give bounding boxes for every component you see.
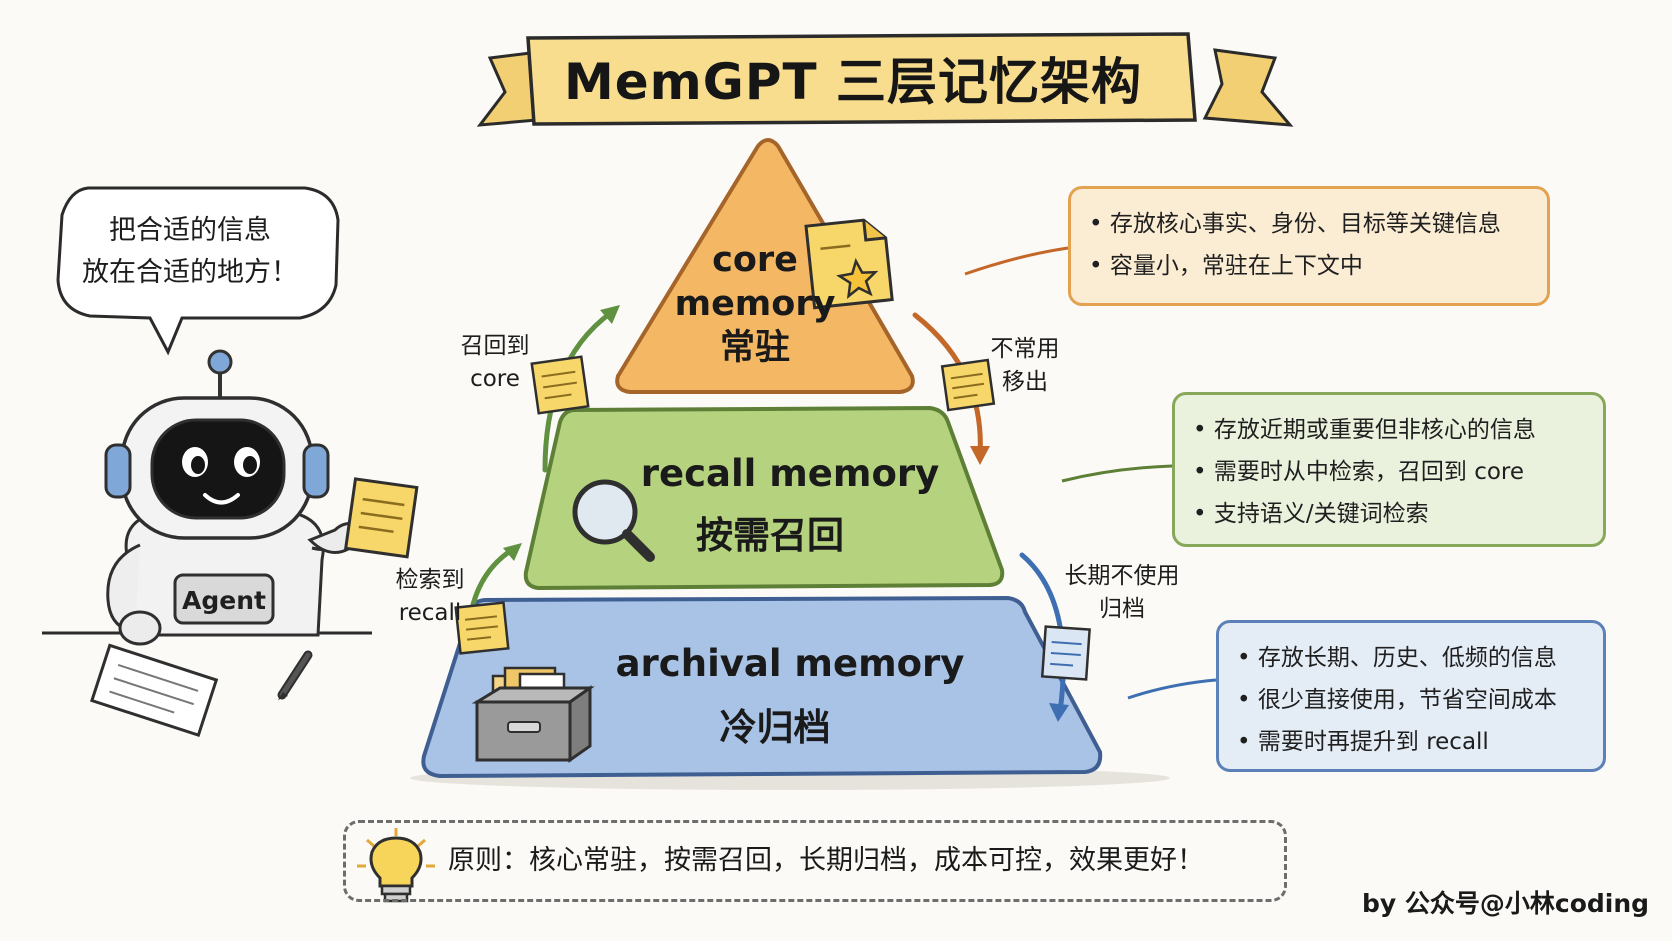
archival-card-item: 需要时再提升到 recall: [1237, 721, 1585, 763]
credit-text: by 公众号@小林coding: [1362, 889, 1650, 918]
recall-layer-subtitle: 按需召回: [696, 514, 844, 557]
label-line: 不常用: [990, 336, 1060, 362]
file-box-icon: [471, 666, 595, 763]
note-icon-core-to-recall: [940, 358, 996, 412]
label-line: 长期不使用: [1064, 563, 1180, 589]
note-icon-recall-to-archival: [1040, 625, 1091, 681]
label-line: 检索到: [395, 567, 465, 593]
label-line: 移出: [1002, 369, 1048, 395]
core-title-line-2: memory: [674, 284, 836, 324]
notebook-icon: [90, 643, 219, 738]
label-core-to-recall: 不常用 移出: [975, 333, 1075, 399]
note-icon-recall-to-core: [530, 355, 590, 415]
core-info-card: 存放核心事实、身份、目标等关键信息 容量小，常驻在上下文中: [1068, 186, 1550, 306]
speech-bubble-text: 把合适的信息 放在合适的地方！: [60, 210, 320, 294]
connector-archival-card: [1127, 678, 1217, 700]
speech-line-1: 把合适的信息: [109, 215, 271, 246]
label-line: 归档: [1099, 596, 1145, 622]
magnifier-icon: [572, 479, 655, 562]
core-subtitle: 常驻: [719, 328, 790, 368]
arrow-recall-to-archival: [1019, 552, 1069, 722]
label-recall-to-archival: 长期不使用 归档: [1052, 560, 1192, 626]
principle-text: 原则：核心常驻，按需召回，长期归档，成本可控，效果更好！: [448, 845, 1204, 876]
archival-card-item: 很少直接使用，节省空间成本: [1237, 679, 1585, 721]
page-title: MemGPT 三层记忆架构: [564, 53, 1142, 111]
recall-info-card: 存放近期或重要但非核心的信息 需要时从中检索，召回到 core 支持语义/关键词…: [1172, 392, 1606, 547]
core-layer: [615, 138, 915, 394]
core-card-item: 存放核心事实、身份、目标等关键信息: [1089, 203, 1529, 245]
recall-layer-title: recall memory: [640, 452, 940, 495]
recall-card-item: 存放近期或重要但非核心的信息: [1193, 409, 1585, 451]
title-banner: [476, 32, 1294, 127]
archival-info-card: 存放长期、历史、低频的信息 很少直接使用，节省空间成本 需要时再提升到 reca…: [1216, 620, 1606, 772]
core-layer-label: core memory 常驻: [640, 238, 870, 370]
label-line: recall: [398, 600, 462, 626]
recall-card-item: 需要时从中检索，召回到 core: [1193, 451, 1585, 493]
agent-badge-label: Agent: [182, 585, 266, 615]
archival-layer-title: archival memory: [615, 642, 965, 685]
speech-bubble: [56, 186, 340, 356]
recall-layer: [523, 405, 1005, 591]
recall-card-item: 支持语义/关键词检索: [1193, 493, 1585, 535]
sticky-note-icon: [344, 477, 419, 559]
robot-icon: [104, 349, 363, 646]
note-icon-archival-to-recall: [454, 601, 510, 655]
core-card-item: 容量小，常驻在上下文中: [1089, 245, 1529, 287]
label-line: core: [470, 366, 520, 392]
label-line: 召回到: [460, 333, 530, 359]
archival-layer-subtitle: 冷归档: [719, 706, 831, 749]
connector-recall-card: [1061, 464, 1173, 483]
pen-icon: [277, 650, 313, 700]
document-star-icon: [804, 218, 894, 310]
label-recall-to-core: 召回到 core: [445, 330, 545, 396]
core-title-line-1: core: [712, 240, 798, 280]
speech-line-2: 放在合适的地方！: [82, 257, 298, 288]
archival-card-item: 存放长期、历史、低频的信息: [1237, 637, 1585, 679]
label-archival-to-recall: 检索到 recall: [380, 564, 480, 630]
principle-box: [343, 820, 1287, 902]
lightbulb-icon: [357, 828, 435, 903]
connector-core-card: [964, 246, 1069, 276]
